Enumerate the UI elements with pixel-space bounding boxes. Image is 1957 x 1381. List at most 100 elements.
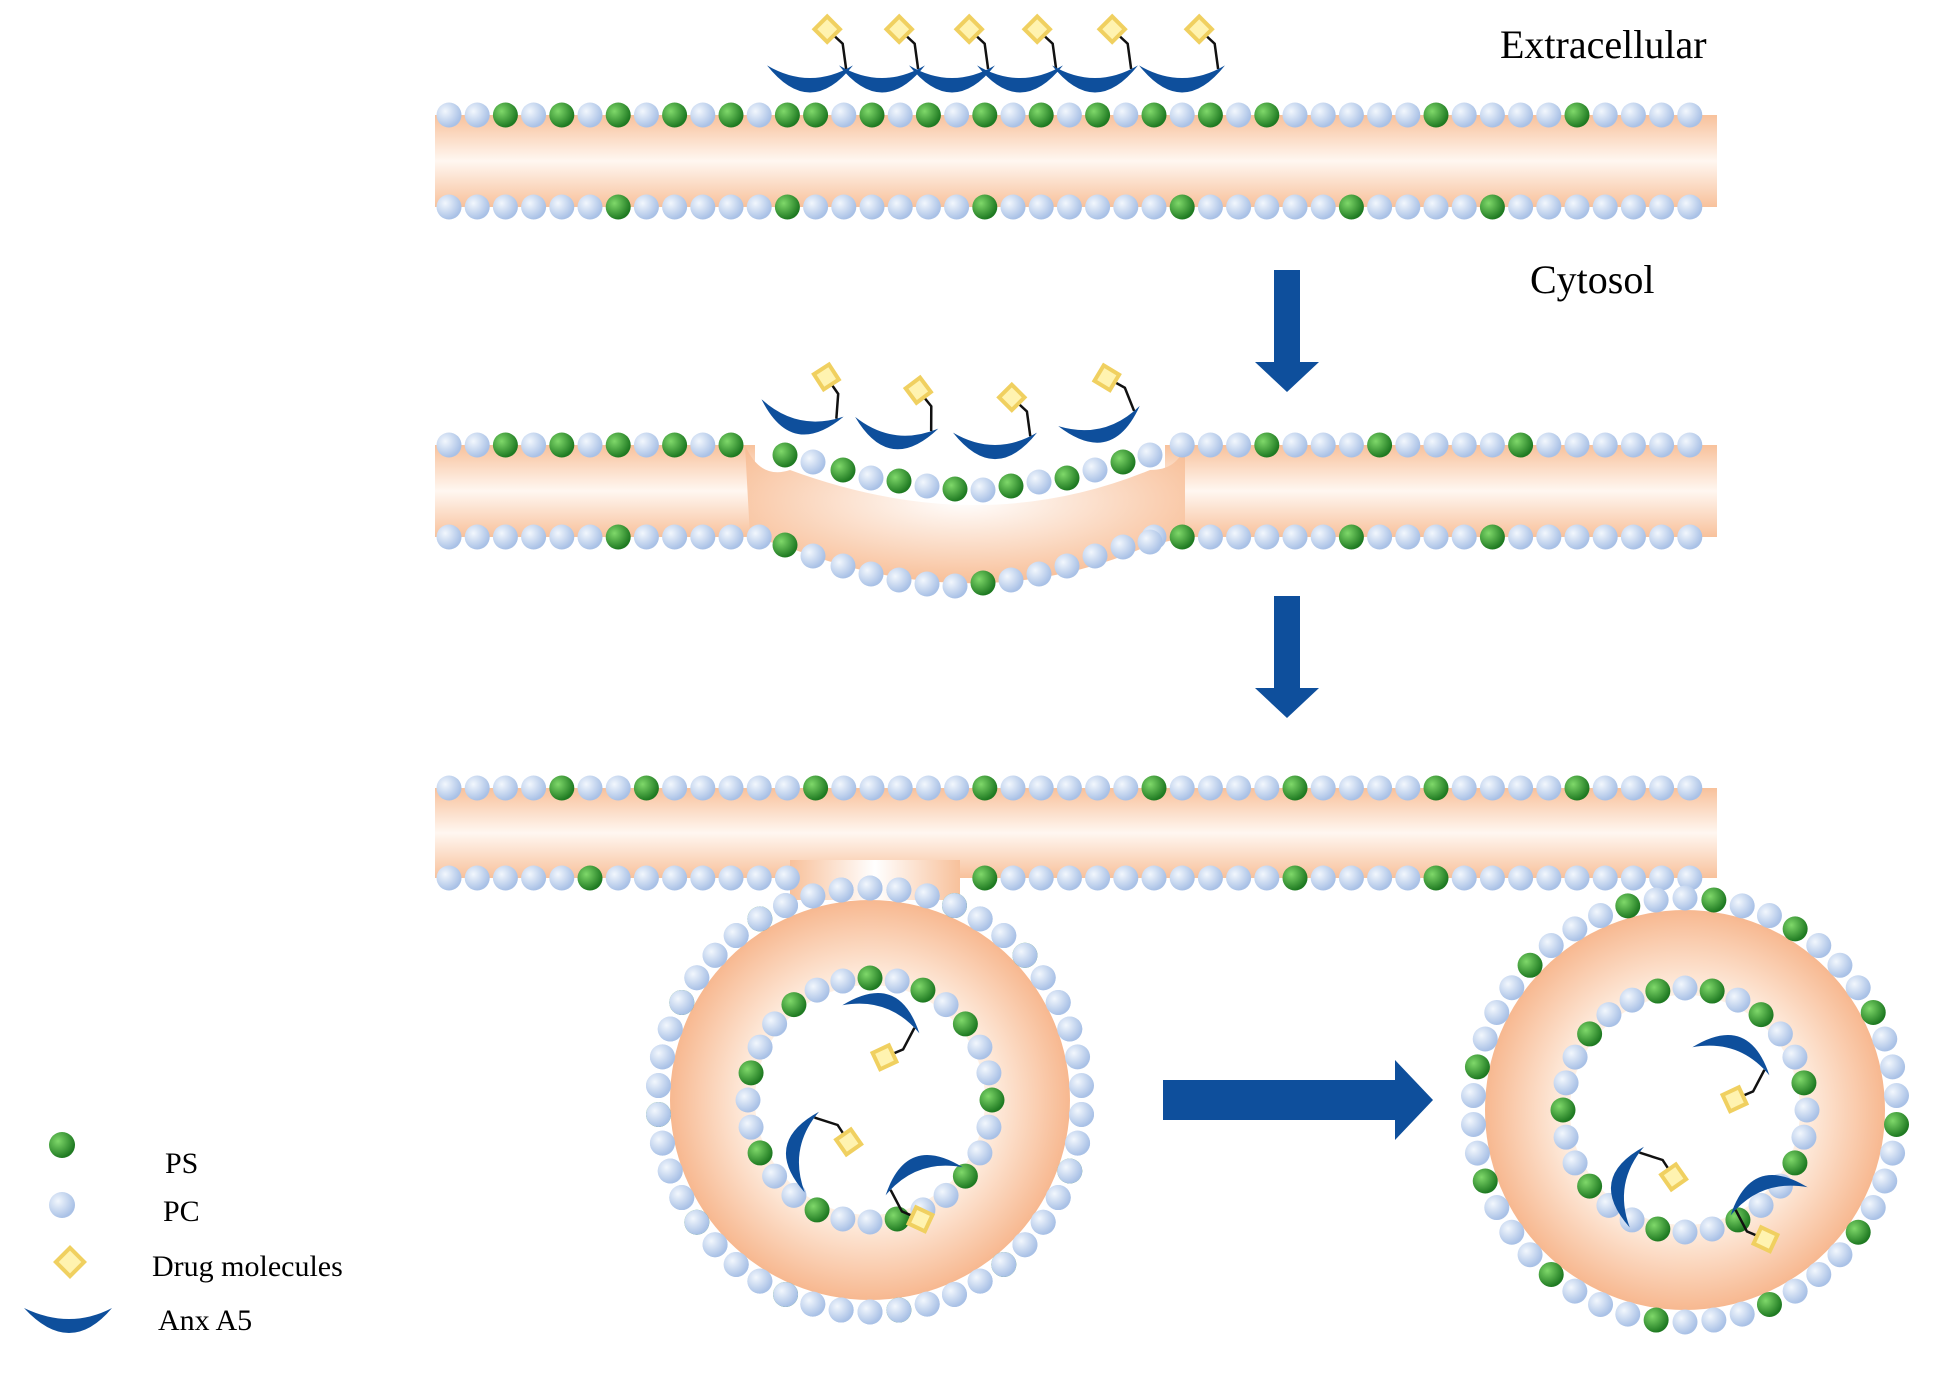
pc-lipid	[718, 524, 744, 550]
drug-molecule	[1021, 13, 1053, 45]
vesicle-lumen	[1570, 995, 1800, 1225]
pc-lipid	[1395, 524, 1421, 550]
anx-a5-crescent	[909, 65, 995, 93]
pc-lipid	[762, 1011, 788, 1037]
pc-lipid	[1860, 1195, 1886, 1221]
pc-lipid	[1619, 987, 1645, 1013]
pc-lipid	[1845, 975, 1871, 1001]
legend-pc-label: PC	[163, 1195, 200, 1228]
pc-lipid	[884, 968, 910, 994]
pc-lipid	[1620, 775, 1646, 801]
ps-lipid	[1423, 102, 1449, 128]
pc-lipid	[746, 775, 772, 801]
pc-lipid	[1282, 194, 1308, 220]
anx-a5-crescent	[885, 1155, 963, 1196]
released-vesicle	[1460, 885, 1910, 1335]
legend-drug-icon	[53, 1245, 87, 1279]
ps-lipid	[1464, 1054, 1490, 1080]
pc-lipid	[1536, 102, 1562, 128]
outer-leaflet	[436, 775, 1703, 801]
pc-lipid	[1649, 102, 1675, 128]
ps-lipid	[1699, 978, 1725, 1004]
pc-lipid	[1254, 865, 1280, 891]
pc-lipid	[549, 194, 575, 220]
pc-lipid	[1012, 942, 1038, 968]
pc-lipid	[1056, 865, 1082, 891]
pc-lipid	[605, 865, 631, 891]
pc-lipid	[942, 573, 968, 599]
ps-lipid	[1550, 1097, 1576, 1123]
pc-lipid	[887, 775, 913, 801]
pc-lipid	[1756, 903, 1782, 929]
pc-lipid	[998, 567, 1024, 593]
pc-lipid	[657, 1158, 683, 1184]
pc-lipid	[831, 775, 857, 801]
pc-lipid	[1782, 1044, 1808, 1070]
membrane-dimple	[745, 445, 1185, 584]
pc-lipid	[577, 524, 603, 550]
ps-lipid	[1423, 865, 1449, 891]
outer-leaflet	[436, 102, 1703, 128]
pc-lipid	[464, 102, 490, 128]
pc-lipid	[1254, 775, 1280, 801]
pc-lipid	[1677, 524, 1703, 550]
pc-lipid	[1395, 775, 1421, 801]
pc-lipid	[1338, 775, 1364, 801]
anx-a5-protein	[1692, 1035, 1770, 1114]
pc-lipid	[1592, 194, 1618, 220]
ps-lipid	[1282, 865, 1308, 891]
anx-a5-protein	[909, 13, 995, 93]
pc-lipid	[886, 567, 912, 593]
pc-lipid	[858, 561, 884, 587]
ps-lipid	[1860, 999, 1886, 1025]
ps-lipid	[1282, 775, 1308, 801]
pc-lipid	[1226, 432, 1252, 458]
pc-lipid	[1028, 775, 1054, 801]
anx-a5-crescent	[785, 1111, 819, 1193]
pc-lipid	[1872, 1026, 1898, 1052]
ps-lipid	[952, 1011, 978, 1037]
pc-lipid	[662, 775, 688, 801]
membrane-stage-3	[435, 775, 1717, 900]
ps-lipid	[577, 865, 603, 891]
pc-lipid	[1729, 893, 1755, 919]
pc-lipid	[1028, 865, 1054, 891]
pc-lipid	[1056, 775, 1082, 801]
ps-lipid	[1791, 1070, 1817, 1096]
pc-lipid	[1479, 102, 1505, 128]
ps-lipid	[1564, 102, 1590, 128]
drug-molecule	[1750, 1224, 1781, 1254]
ps-lipid	[1141, 102, 1167, 128]
anx-a5-crescent	[761, 399, 844, 435]
ps-lipid	[738, 1060, 764, 1086]
pc-lipid	[976, 1114, 1002, 1140]
pc-lipid	[1012, 1232, 1038, 1258]
pc-lipid	[828, 1297, 854, 1323]
pc-lipid	[1508, 194, 1534, 220]
pc-lipid	[800, 1291, 826, 1317]
ps-lipid	[952, 1163, 978, 1189]
pc-lipid	[436, 194, 462, 220]
pc-lipid	[1677, 102, 1703, 128]
pc-lipid	[1367, 194, 1393, 220]
pc-lipid	[464, 775, 490, 801]
pc-lipid	[521, 194, 547, 220]
ps-lipid	[1643, 1307, 1669, 1333]
pc-lipid	[1649, 865, 1675, 891]
pc-lipid	[1054, 553, 1080, 579]
pc-lipid	[662, 194, 688, 220]
pc-lipid	[991, 1251, 1017, 1277]
pc-lipid	[1677, 194, 1703, 220]
vesicle-inner-leaflet	[1550, 975, 1820, 1245]
pc-lipid	[464, 432, 490, 458]
ps-lipid	[1577, 1173, 1603, 1199]
ps-lipid	[492, 102, 518, 128]
ps-lipid	[1748, 1002, 1774, 1028]
anx-a5-protein	[855, 374, 939, 450]
pc-lipid	[1082, 543, 1108, 569]
pc-lipid	[1069, 1101, 1095, 1127]
pc-lipid	[857, 1209, 883, 1235]
pc-lipid	[521, 775, 547, 801]
pc-lipid	[1794, 1097, 1820, 1123]
pc-lipid	[735, 1087, 761, 1113]
